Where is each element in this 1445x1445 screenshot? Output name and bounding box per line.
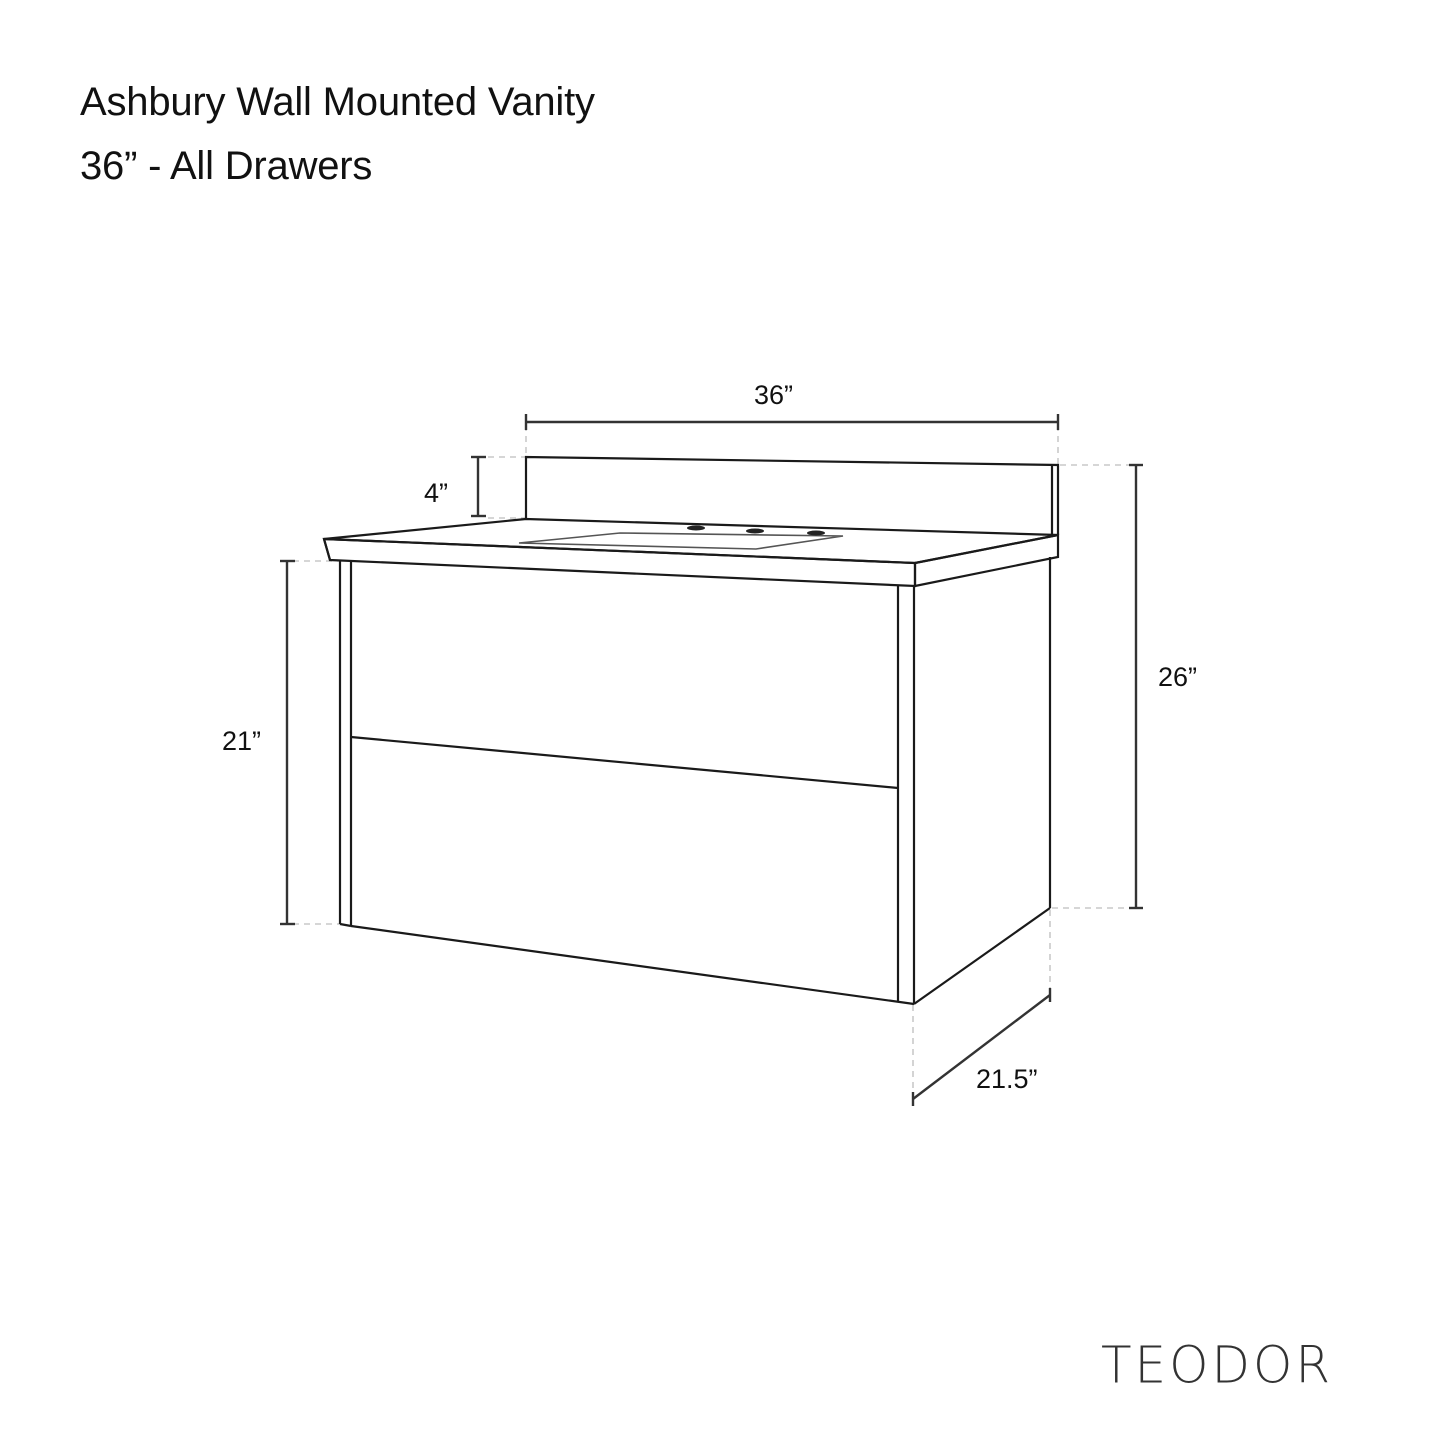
sink-outline [518, 532, 844, 550]
dimension-width-label: 36” [754, 380, 794, 410]
product-subtitle: 36” - All Drawers [80, 144, 373, 188]
brand-logo: TEODOR [1101, 1335, 1334, 1395]
faucet-hole-icon [746, 528, 764, 534]
product-title: Ashbury Wall Mounted Vanity [80, 80, 595, 124]
dimension-total-height-label: 26” [1158, 662, 1198, 692]
faucet-holes [687, 525, 825, 536]
dimension-depth-label: 21.5” [976, 1064, 1038, 1094]
dimension-backsplash-label: 4” [424, 478, 449, 508]
faucet-hole-icon [687, 525, 705, 531]
dimension-lines [280, 414, 1143, 1106]
dimension-cabinet-height-label: 21” [222, 726, 262, 756]
faucet-hole-icon [807, 530, 825, 536]
vanity-outline [322, 455, 1060, 1006]
extension-guides [293, 425, 1133, 1100]
